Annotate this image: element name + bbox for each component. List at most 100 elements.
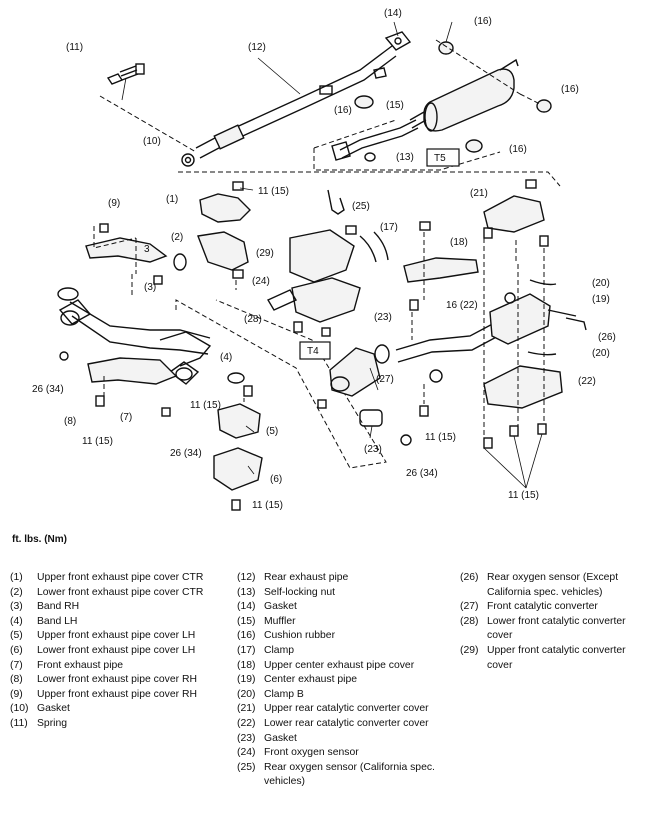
callout-6: (6) xyxy=(270,474,282,485)
lower-front-cover-lh-6 xyxy=(213,447,263,491)
torque-t3: 11 (15) xyxy=(190,400,221,411)
legend-text: Front oxygen sensor xyxy=(264,747,359,759)
legend-item: (28)Lower front catalytic converter cove… xyxy=(460,615,645,644)
leader-16b xyxy=(445,21,453,43)
cushion-rubber-d xyxy=(465,139,483,153)
rear-oxygen-sensor-26 xyxy=(565,317,587,331)
cushion-rubber-c xyxy=(536,99,552,113)
boundary-right-verticals xyxy=(483,238,545,440)
gasket-23a xyxy=(374,344,390,364)
callout-23-upper: (23) xyxy=(374,312,392,323)
leader-12 xyxy=(257,57,301,95)
legend-number: (24) xyxy=(237,747,256,759)
leader-t1 xyxy=(239,187,254,191)
legend-column-3: (26)Rear oxygen sensor (Except Californi… xyxy=(460,571,645,673)
legend-item: (29)Upper front catalytic converter cove… xyxy=(460,644,645,673)
torque-t7: 11 (15) xyxy=(252,500,283,511)
gasket-10 xyxy=(181,153,195,167)
legend-item: (20)Clamp B xyxy=(237,688,437,703)
legend-item: (5)Upper front exhaust pipe cover LH xyxy=(10,629,215,644)
legend-number: (5) xyxy=(10,630,23,642)
legend-number: (6) xyxy=(10,644,23,656)
legend-number: (21) xyxy=(237,703,256,715)
legend-item: (17)Clamp xyxy=(237,644,437,659)
front-exhaust-pipe-7 xyxy=(58,299,212,385)
legend-text: Upper front exhaust pipe cover RH xyxy=(37,688,197,700)
legend-item: (15)Muffler xyxy=(237,615,437,630)
boundary-cover-rh xyxy=(93,226,137,274)
legend-text: Lower front exhaust pipe cover CTR xyxy=(37,586,204,598)
legend-number: (28) xyxy=(460,615,479,627)
upper-center-cover-18 xyxy=(403,257,479,283)
legend-text: Lower rear catalytic converter cover xyxy=(264,717,429,729)
upper-rear-cat-cover-21 xyxy=(483,195,545,233)
legend-text: Cushion rubber xyxy=(264,630,336,642)
callout-18: (18) xyxy=(450,237,468,248)
rear-oxygen-sensor-25 xyxy=(327,189,345,215)
torque-t11: 11 (15) xyxy=(508,490,539,501)
upper-front-cover-rh-9 xyxy=(85,237,168,263)
legend-item: (13)Self-locking nut xyxy=(237,586,437,601)
legend-text: Front catalytic converter xyxy=(487,601,598,613)
callout-14: (14) xyxy=(384,8,402,19)
legend-text: Spring xyxy=(37,717,68,729)
legend-text: Rear exhaust pipe xyxy=(264,572,349,583)
upper-front-cover-lh-5 xyxy=(217,403,261,439)
legend-item: (24) Front oxygen sensor xyxy=(237,746,437,761)
callout-16-right: (16) xyxy=(561,84,579,95)
legend-number: (17) xyxy=(237,644,256,656)
rear-pipe-bolt xyxy=(373,67,387,79)
callout-16-top: (16) xyxy=(474,16,492,27)
callout-9: (9) xyxy=(108,198,120,209)
band-rh-3 xyxy=(173,253,187,271)
t4-label: T4 xyxy=(307,346,319,357)
boundary-muffler-box xyxy=(313,119,501,171)
cat-bolt-b xyxy=(345,225,357,235)
callout-1: (1) xyxy=(166,194,178,205)
upper-front-cover-ctr-1 xyxy=(199,193,251,223)
legend-number: (26) xyxy=(460,572,479,583)
torque-t4: 26 (34) xyxy=(32,384,64,395)
legend-column-1: (1)Upper front exhaust pipe cover CTR(2)… xyxy=(10,571,215,732)
torque-t8: 11 (15) xyxy=(425,432,456,443)
callout-10: (10) xyxy=(143,136,161,147)
rear-exhaust-pipe xyxy=(195,45,397,159)
legend-item: (8)Lower front exhaust pipe cover RH xyxy=(10,673,215,688)
callout-24: (24) xyxy=(252,276,270,287)
torque-t2: 3 xyxy=(144,244,150,255)
legend-item: (4)Band LH xyxy=(10,615,215,630)
legend-text: Upper center exhaust pipe cover xyxy=(264,659,415,671)
boundary-center-box xyxy=(175,299,387,469)
cat-bolt-d xyxy=(317,399,327,409)
legend-text: Rear oxygen sensor (California spec. veh… xyxy=(264,761,435,788)
legend-text: Muffler xyxy=(264,615,296,627)
cat-bolt-a xyxy=(293,321,303,333)
legend-text: Gasket xyxy=(37,703,70,715)
gasket-left xyxy=(57,287,79,301)
gasket-14 xyxy=(384,31,412,51)
legend-text: Clamp B xyxy=(264,688,304,700)
legend-item: (25)Rear oxygen sensor (California spec.… xyxy=(237,761,437,790)
t5-box xyxy=(426,148,460,167)
callout-22: (22) xyxy=(578,376,596,387)
legend-item: (16)Cushion rubber xyxy=(237,629,437,644)
callout-12: (12) xyxy=(248,42,266,53)
callout-4: (4) xyxy=(220,352,232,363)
leader-14 xyxy=(393,21,399,37)
callout-11: (11) xyxy=(66,42,83,53)
legend-text: Upper rear catalytic converter cover xyxy=(264,703,429,715)
legend-text: Front exhaust pipe xyxy=(37,659,124,671)
legend-item: (9)Upper front exhaust pipe cover RH xyxy=(10,688,215,703)
cushion-rubber-a xyxy=(354,95,374,109)
cat-bolt-c xyxy=(321,327,331,337)
center-exhaust-pipe-19 xyxy=(395,293,577,363)
spring-11 xyxy=(106,63,145,85)
legend-text: Gasket xyxy=(264,601,297,613)
legend-number: (22) xyxy=(237,717,256,729)
callout-3: (3) xyxy=(144,282,156,293)
callout-2: (2) xyxy=(171,232,183,243)
muffler-15 xyxy=(409,58,519,132)
legend-number: (11) xyxy=(10,717,28,729)
callout-28: (28) xyxy=(244,314,262,325)
legend-number: (1) xyxy=(10,572,23,583)
